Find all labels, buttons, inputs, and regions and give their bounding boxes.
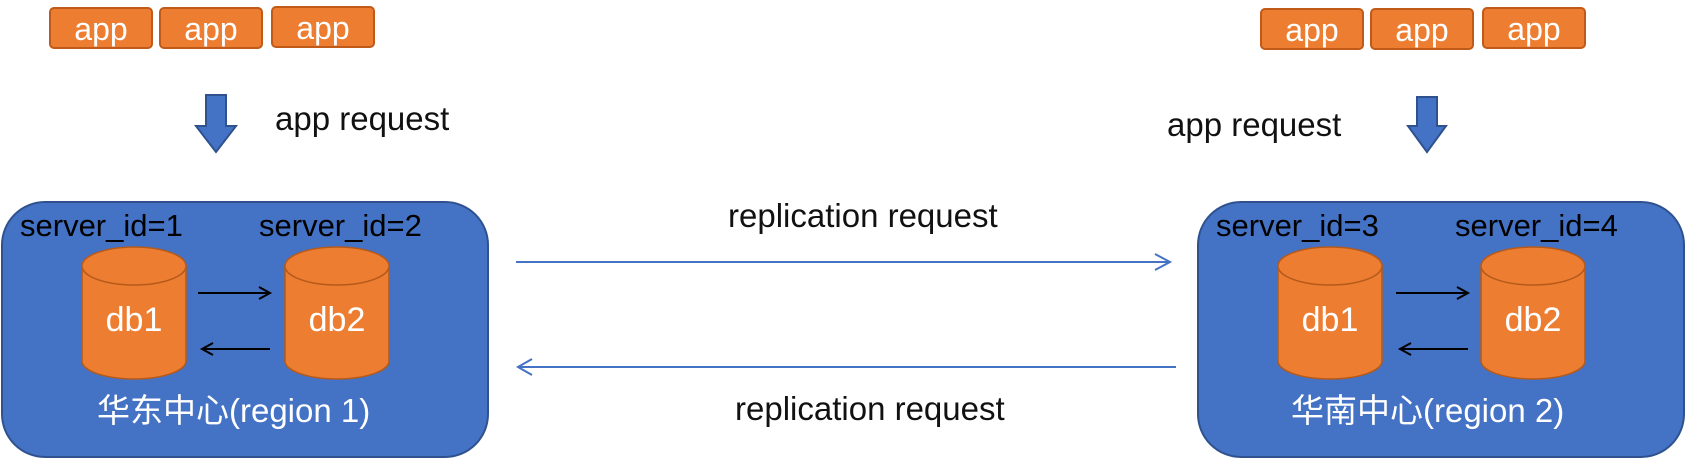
db-label: db2 (1504, 301, 1562, 339)
app-box: app (1482, 7, 1586, 49)
db-label: db2 (308, 301, 366, 339)
database-icon (1480, 246, 1586, 380)
left-arrow-icon (1397, 342, 1468, 356)
app-request-label: app request (1167, 106, 1342, 143)
replication-request-label: replication request (728, 197, 998, 234)
app-box: app (1370, 8, 1474, 50)
region-name: 华东中心(region 1) (97, 392, 371, 429)
server-id-label: server_id=1 (20, 208, 183, 243)
left-arrow-icon (199, 342, 270, 356)
database-icon (81, 246, 187, 380)
database-icon (284, 246, 390, 380)
server-id-label: server_id=2 (259, 208, 422, 243)
right-arrow-icon (1396, 286, 1471, 300)
app-box: app (49, 7, 153, 49)
down-arrow-icon (193, 94, 239, 154)
left-arrow-icon (515, 358, 1176, 376)
server-id-label: server_id=3 (1216, 208, 1379, 243)
replication-request-label: replication request (735, 390, 1005, 427)
right-arrow-icon (516, 253, 1173, 271)
right-arrow-icon (198, 286, 273, 300)
db-label: db1 (1301, 301, 1359, 339)
app-request-label: app request (275, 100, 450, 137)
region-name: 华南中心(region 2) (1291, 392, 1565, 429)
server-id-label: server_id=4 (1455, 208, 1618, 243)
db-label: db1 (105, 301, 163, 339)
app-box: app (159, 7, 263, 49)
database-icon (1277, 246, 1383, 380)
down-arrow-icon (1406, 96, 1448, 154)
app-box: app (271, 6, 375, 48)
app-box: app (1260, 8, 1364, 50)
